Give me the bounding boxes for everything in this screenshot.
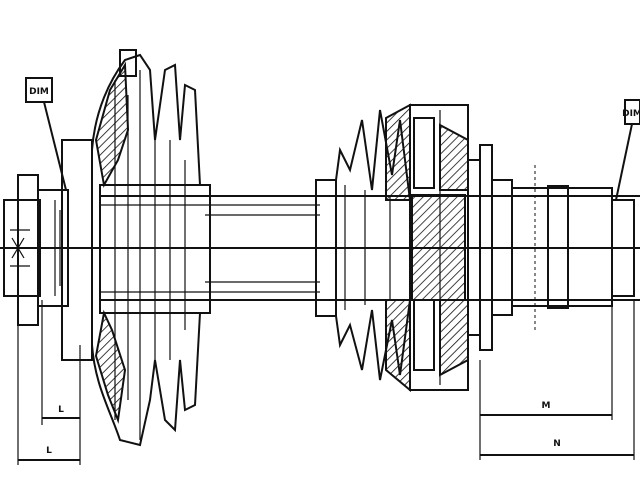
dim-left-inner-label: L	[58, 405, 64, 415]
left-callout: DIM	[25, 77, 67, 191]
tripod-housing	[385, 103, 469, 393]
inner-cv-boot	[315, 109, 411, 381]
left-cv-boot	[91, 49, 201, 447]
dim-right-outer-label: N	[553, 439, 561, 449]
left-callout-label: DIM	[29, 87, 49, 97]
dim-left-outer-label: L	[46, 446, 52, 456]
left-dimensions: L L	[17, 300, 81, 465]
main-shaft	[0, 195, 640, 301]
right-dimensions: M N	[479, 300, 635, 460]
right-callout: DIM	[615, 99, 640, 201]
dim-right-inner-label: M	[542, 401, 551, 411]
left-threaded-stub	[3, 139, 211, 361]
right-shaft-end	[467, 144, 635, 351]
right-callout-label: DIM	[622, 109, 640, 119]
